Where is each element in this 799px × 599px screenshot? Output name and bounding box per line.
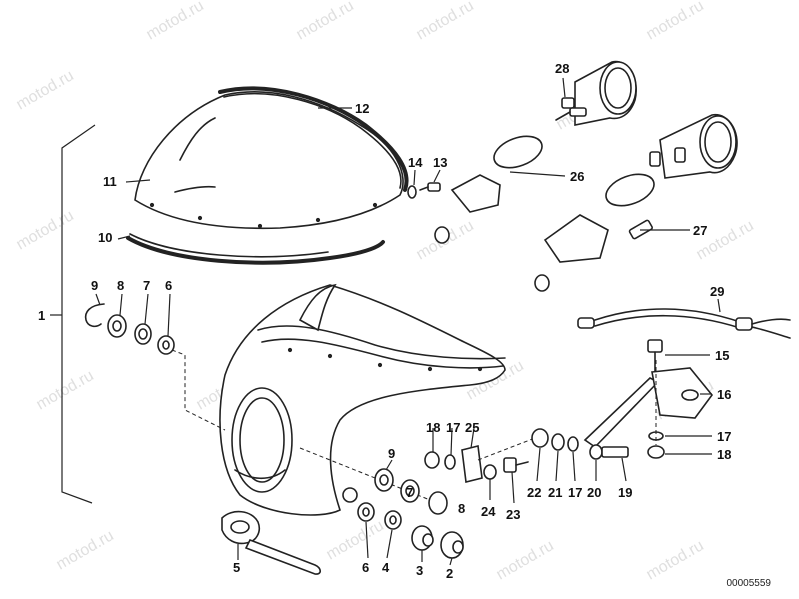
washer	[483, 464, 497, 480]
washer	[407, 185, 417, 199]
windscreen-trim	[218, 86, 409, 192]
callout-26: 26	[570, 169, 584, 184]
washer	[444, 454, 456, 470]
screw	[419, 182, 441, 192]
speedometer	[434, 60, 637, 244]
rubber-mount	[440, 531, 464, 559]
callout-20: 20	[587, 485, 601, 500]
callout-7: 7	[143, 278, 150, 293]
callout-10: 10	[98, 230, 112, 245]
callout-18: 18	[717, 447, 731, 462]
callout-23: 23	[506, 507, 520, 522]
watermark: motod.ru	[414, 0, 477, 43]
callout-5: 5	[233, 560, 240, 575]
leader-lines	[95, 77, 721, 566]
watermark: motod.ru	[644, 0, 707, 43]
callout-16: 16	[717, 387, 731, 402]
assembly-line	[299, 447, 431, 501]
callout-18b: 18	[426, 420, 440, 435]
assembly-line	[477, 437, 536, 461]
washer	[551, 433, 565, 451]
watermark: motod.ru	[14, 67, 77, 113]
callout-3: 3	[416, 563, 423, 578]
callout-22: 22	[527, 485, 541, 500]
callout-8: 8	[117, 278, 124, 293]
callout-12: 12	[355, 101, 369, 116]
callout-labels: 1 2 3 4 5 6 6 7 7 8 8 9 9 10 11 12 13 14…	[38, 61, 731, 581]
callout-8b: 8	[458, 501, 465, 516]
windscreen-trim-inner	[223, 92, 402, 189]
watermark: motod.ru	[34, 367, 97, 413]
tachometer	[534, 114, 738, 292]
callout-19: 19	[618, 485, 632, 500]
callout-17: 17	[717, 429, 731, 444]
callout-29: 29	[710, 284, 724, 299]
group-bracket	[61, 124, 96, 504]
watermark: motod.ru	[14, 207, 77, 253]
watermark: motod.ru	[294, 0, 357, 43]
speedometer-cable	[577, 308, 791, 339]
callout-28: 28	[555, 61, 569, 76]
tool-wrench	[221, 510, 322, 575]
nut	[424, 451, 440, 469]
lower-seal	[126, 236, 385, 265]
washer	[567, 436, 579, 452]
callout-9: 9	[91, 278, 98, 293]
rubber-mount	[411, 525, 434, 551]
callout-27: 27	[693, 223, 707, 238]
callout-14: 14	[408, 155, 423, 170]
assembly-line	[171, 349, 226, 431]
callout-24: 24	[481, 504, 496, 519]
callout-1: 1	[38, 308, 45, 323]
callout-15: 15	[715, 348, 729, 363]
fairing	[219, 283, 506, 516]
callout-17b: 17	[446, 420, 460, 435]
watermark: motod.ru	[644, 537, 707, 583]
watermark: motod.ru	[494, 537, 557, 583]
watermark: motod.ru	[54, 527, 117, 573]
callout-21: 21	[548, 485, 562, 500]
watermark-layer: motod.ru motod.ru motod.ru motod.ru moto…	[14, 0, 757, 583]
bolt	[647, 339, 663, 373]
callout-7b: 7	[406, 485, 413, 500]
cap	[428, 491, 448, 515]
bracket	[461, 445, 483, 483]
diagram-id: 00005559	[726, 578, 772, 589]
bolt	[503, 457, 529, 473]
callout-11: 11	[103, 174, 117, 189]
callout-4: 4	[382, 560, 390, 575]
windscreen	[134, 91, 404, 230]
callout-17c: 17	[568, 485, 582, 500]
clip	[84, 303, 105, 328]
stay-bar	[583, 377, 660, 449]
callout-13: 13	[433, 155, 447, 170]
callout-25: 25	[465, 420, 479, 435]
callout-2: 2	[446, 566, 453, 581]
nut	[647, 445, 665, 459]
callout-6: 6	[362, 560, 369, 575]
nut	[531, 428, 549, 448]
bolt	[589, 444, 629, 460]
callout-6b: 6	[165, 278, 172, 293]
callout-9b: 9	[388, 446, 395, 461]
watermark: motod.ru	[144, 0, 207, 43]
watermark: motod.ru	[324, 517, 387, 563]
